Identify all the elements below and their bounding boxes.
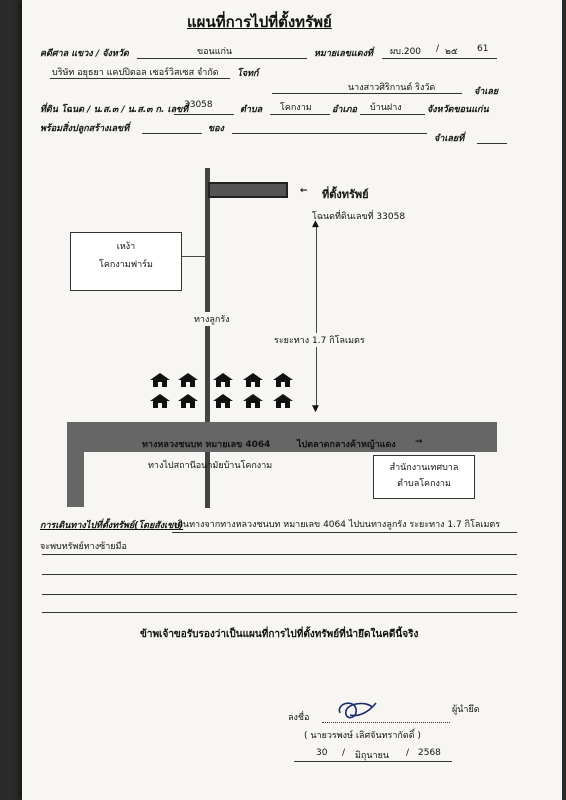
date-underline xyxy=(294,761,452,762)
signature-role: ผู้นำยึด xyxy=(452,705,480,715)
red-case-label: หมายเลขแดงที่ xyxy=(314,49,373,59)
deed-value: 33058 xyxy=(184,100,213,110)
defendant-no-underline xyxy=(477,143,507,144)
house-icon xyxy=(178,373,198,387)
property-arrow: ← xyxy=(300,186,308,196)
district-value: บ้านฝาง xyxy=(370,103,402,113)
owner-label: ของ xyxy=(208,124,224,134)
municipal-office-box: สำนักงานเทศบาล ตำบลโคกงาม xyxy=(373,455,475,499)
highway-label: ทางหลวงชนบท หมายเลข 4064 xyxy=(142,440,271,450)
farm-connector xyxy=(181,256,205,257)
house-icon xyxy=(178,394,198,408)
house-icon xyxy=(243,373,263,387)
page-title: แผนที่การไปที่ตั้งทรัพย์ xyxy=(187,13,332,31)
distance-label: ระยะทาง 1.7 กิโลเมตร xyxy=(274,333,365,347)
house-icon xyxy=(273,373,293,387)
owner-underline xyxy=(232,133,427,134)
deed-map-label: โฉนดที่ดินเลขที่ 33058 xyxy=(312,212,406,222)
lane-label: ทางลูกรัง xyxy=(194,312,230,326)
directions-rule-4 xyxy=(42,594,517,595)
sign-year: 2568 xyxy=(418,748,441,758)
signature-underline xyxy=(322,722,450,723)
office-line2: ตำบลโคกงาม xyxy=(397,479,451,489)
distance-arrow-down-icon: ▼ xyxy=(312,404,319,414)
building-label: พร้อมสิ่งปลูกสร้างเลขที่ xyxy=(40,124,130,134)
directions-rule-3 xyxy=(42,574,517,575)
court-label: คดีศาล แขวง / จังหวัด xyxy=(40,49,129,59)
highway-west-branch xyxy=(67,422,84,507)
red-case-slash: / xyxy=(436,44,440,54)
plaintiff-value: บริษัท อยุธยา แคปปิตอล เซอร์วิสเซส จำกัด xyxy=(52,68,219,78)
distance-arrow-up-icon: ▲ xyxy=(312,219,319,229)
province-label: จังหวัดขอนแก่น xyxy=(427,105,489,115)
court-value: ขอนแก่น xyxy=(197,47,233,57)
court-underline xyxy=(137,58,307,59)
date-sep-1: / xyxy=(342,748,346,758)
red-case-year: ๒๕ xyxy=(445,47,458,57)
certify-text: ข้าพเจ้าขอรับรองว่าเป็นแผนที่การไปที่ตั้… xyxy=(140,629,419,640)
deed-underline xyxy=(174,114,234,115)
building-underline xyxy=(142,133,202,134)
defendant-value: นางสาวศิริกานต์ ริงวัด xyxy=(348,83,436,93)
plaintiff-underline xyxy=(50,78,230,79)
signature-mark-icon xyxy=(338,702,377,719)
laterite-lane xyxy=(205,168,210,508)
property-marker xyxy=(208,182,288,198)
date-sep-2: / xyxy=(406,748,410,758)
property-label: ที่ตั้งทรัพย์ xyxy=(322,188,369,201)
market-arrow-icon: → xyxy=(415,437,423,447)
directions-rule-2 xyxy=(42,554,517,555)
directions-rule-1 xyxy=(172,532,517,533)
subdistrict-label: ตำบล xyxy=(240,105,263,115)
signer-name: ( นายวรพงษ์ เลิศจันทรากัดดิ์ ) xyxy=(304,731,421,741)
plaintiff-label: โจทก์ xyxy=(237,69,259,79)
house-icon xyxy=(243,394,263,408)
health-station-label: ทางไปสถานีอนามัยบ้านโคกงาม xyxy=(148,461,273,471)
house-icon xyxy=(213,373,233,387)
defendant-no-label: จำเลยที่ xyxy=(434,134,465,144)
directions-label: การเดินทางไปที่ตั้งทรัพย์(โดยสังเขป) xyxy=(40,521,184,531)
sign-month: มิถุนายน xyxy=(355,751,390,761)
sign-label: ลงชื่อ xyxy=(288,713,310,723)
deed-label: ที่ดิน โฉนด / น.ส.๓ / น.ส.๓ ก. เลขที่ xyxy=(40,105,189,115)
house-icon xyxy=(273,394,293,408)
directions-rule-5 xyxy=(42,612,517,613)
house-icon xyxy=(150,394,170,408)
document-page: แผนที่การไปที่ตั้งทรัพย์ คดีศาล แขวง / จ… xyxy=(22,0,562,800)
defendant-label: จำเลย xyxy=(474,87,499,97)
directions-line2: จะพบทรัพย์ทางซ้ายมือ xyxy=(40,542,127,552)
directions-line1: เดินทางจากทางหลวงชนบท หมายเลข 4064 ไปบนท… xyxy=(174,520,501,530)
farm-line1: เหง้า xyxy=(116,242,136,252)
market-label: ไปตลาดกลางค้าหญ้าแดง xyxy=(297,440,396,450)
subdistrict-underline xyxy=(270,114,330,115)
defendant-underline xyxy=(272,93,462,94)
district-underline xyxy=(360,114,425,115)
red-case-underline xyxy=(382,58,497,59)
house-icon xyxy=(150,373,170,387)
house-icon xyxy=(213,394,233,408)
farm-line2: โคกงามฟาร์ม xyxy=(99,260,153,270)
sign-day: 30 xyxy=(316,748,328,758)
red-case-num: 61 xyxy=(477,44,489,54)
subdistrict-value: โคกงาม xyxy=(280,103,312,113)
office-line1: สำนักงานเทศบาล xyxy=(389,463,459,473)
highway-road xyxy=(67,422,497,452)
red-case-number: ผบ.200 xyxy=(390,47,422,57)
district-label: อำเภอ xyxy=(332,105,357,115)
distance-line xyxy=(316,226,317,410)
farm-box: เหง้า โคกงามฟาร์ม xyxy=(70,232,182,291)
